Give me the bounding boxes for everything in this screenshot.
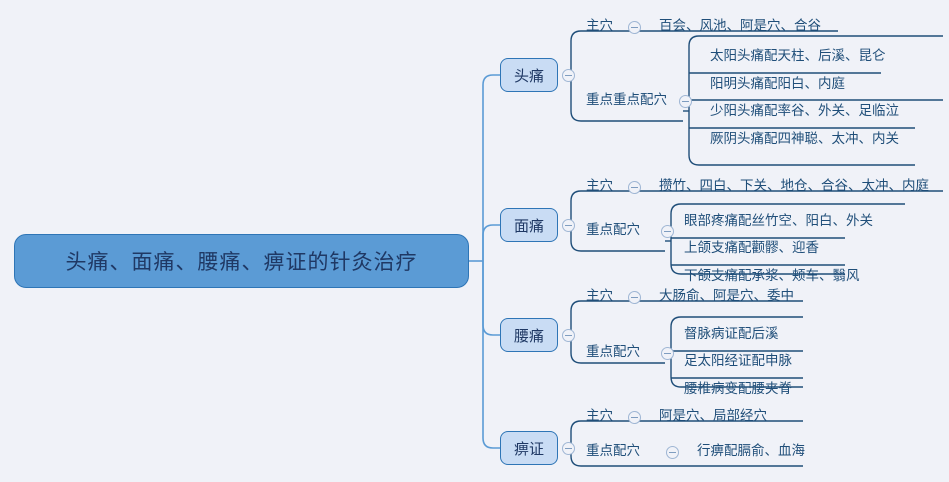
category-label: 主穴 (586, 288, 613, 303)
collapse-minus-icon[interactable] (562, 69, 575, 82)
category-label: 主穴 (586, 408, 613, 423)
collapse-minus-icon[interactable] (679, 95, 692, 108)
collapse-minus-icon[interactable] (661, 347, 674, 360)
leaf-item: 下颌支痛配承浆、颊车、翳风 (684, 268, 860, 283)
branch-node-bizheng[interactable]: 痹证 (500, 431, 558, 465)
collapse-minus-icon[interactable] (666, 446, 679, 459)
branch-node-label: 痹证 (513, 440, 544, 458)
branch-node-label: 腰痛 (513, 327, 544, 345)
collapse-minus-icon[interactable] (628, 21, 641, 34)
leaf-item: 阳明头痛配阳白、内庭 (710, 76, 845, 91)
branch-node-label: 面痛 (513, 217, 544, 235)
leaf-item: 眼部疼痛配丝竹空、阳白、外关 (684, 213, 873, 228)
leaf-item: 阿是穴、局部经穴 (659, 408, 767, 423)
leaf-item: 太阳头痛配天柱、后溪、昆仑 (710, 48, 886, 63)
leaf-item: 行痹配膈俞、血海 (697, 443, 805, 458)
leaf-item: 腰椎病变配腰夹脊 (684, 381, 792, 396)
branch-node-miantong[interactable]: 面痛 (500, 208, 558, 242)
category-label: 主穴 (586, 18, 613, 33)
category-label: 重点配穴 (586, 344, 640, 359)
collapse-minus-icon[interactable] (661, 225, 674, 238)
category-label: 重点重点配穴 (586, 92, 667, 107)
leaf-item: 上颌支痛配颧髎、迎香 (684, 240, 819, 255)
leaf-item: 督脉病证配后溪 (684, 326, 779, 341)
category-label: 重点配穴 (586, 443, 640, 458)
branch-node-yaotong[interactable]: 腰痛 (500, 318, 558, 352)
category-label: 重点配穴 (586, 222, 640, 237)
branch-node-toutong[interactable]: 头痛 (500, 58, 558, 92)
branch-node-label: 头痛 (513, 67, 544, 85)
leaf-item: 厥阴头痛配四神聪、太冲、内关 (710, 131, 899, 146)
leaf-item: 攒竹、四白、下关、地仓、合谷、太冲、内庭 (659, 178, 929, 193)
collapse-minus-icon[interactable] (562, 329, 575, 342)
collapse-minus-icon[interactable] (628, 411, 641, 424)
category-label: 主穴 (586, 178, 613, 193)
leaf-item: 百会、风池、阿是穴、合谷 (659, 18, 821, 33)
collapse-minus-icon[interactable] (628, 291, 641, 304)
collapse-minus-icon[interactable] (562, 442, 575, 455)
collapse-minus-icon[interactable] (628, 181, 641, 194)
leaf-item: 少阳头痛配率谷、外关、足临泣 (710, 103, 899, 118)
root-node[interactable]: 头痛、面痛、腰痛、痹证的针灸治疗 (14, 234, 469, 288)
leaf-item: 足太阳经证配申脉 (684, 353, 792, 368)
collapse-minus-icon[interactable] (562, 219, 575, 232)
leaf-item: 大肠俞、阿是穴、委中 (659, 288, 794, 303)
root-node-label: 头痛、面痛、腰痛、痹证的针灸治疗 (65, 251, 418, 274)
